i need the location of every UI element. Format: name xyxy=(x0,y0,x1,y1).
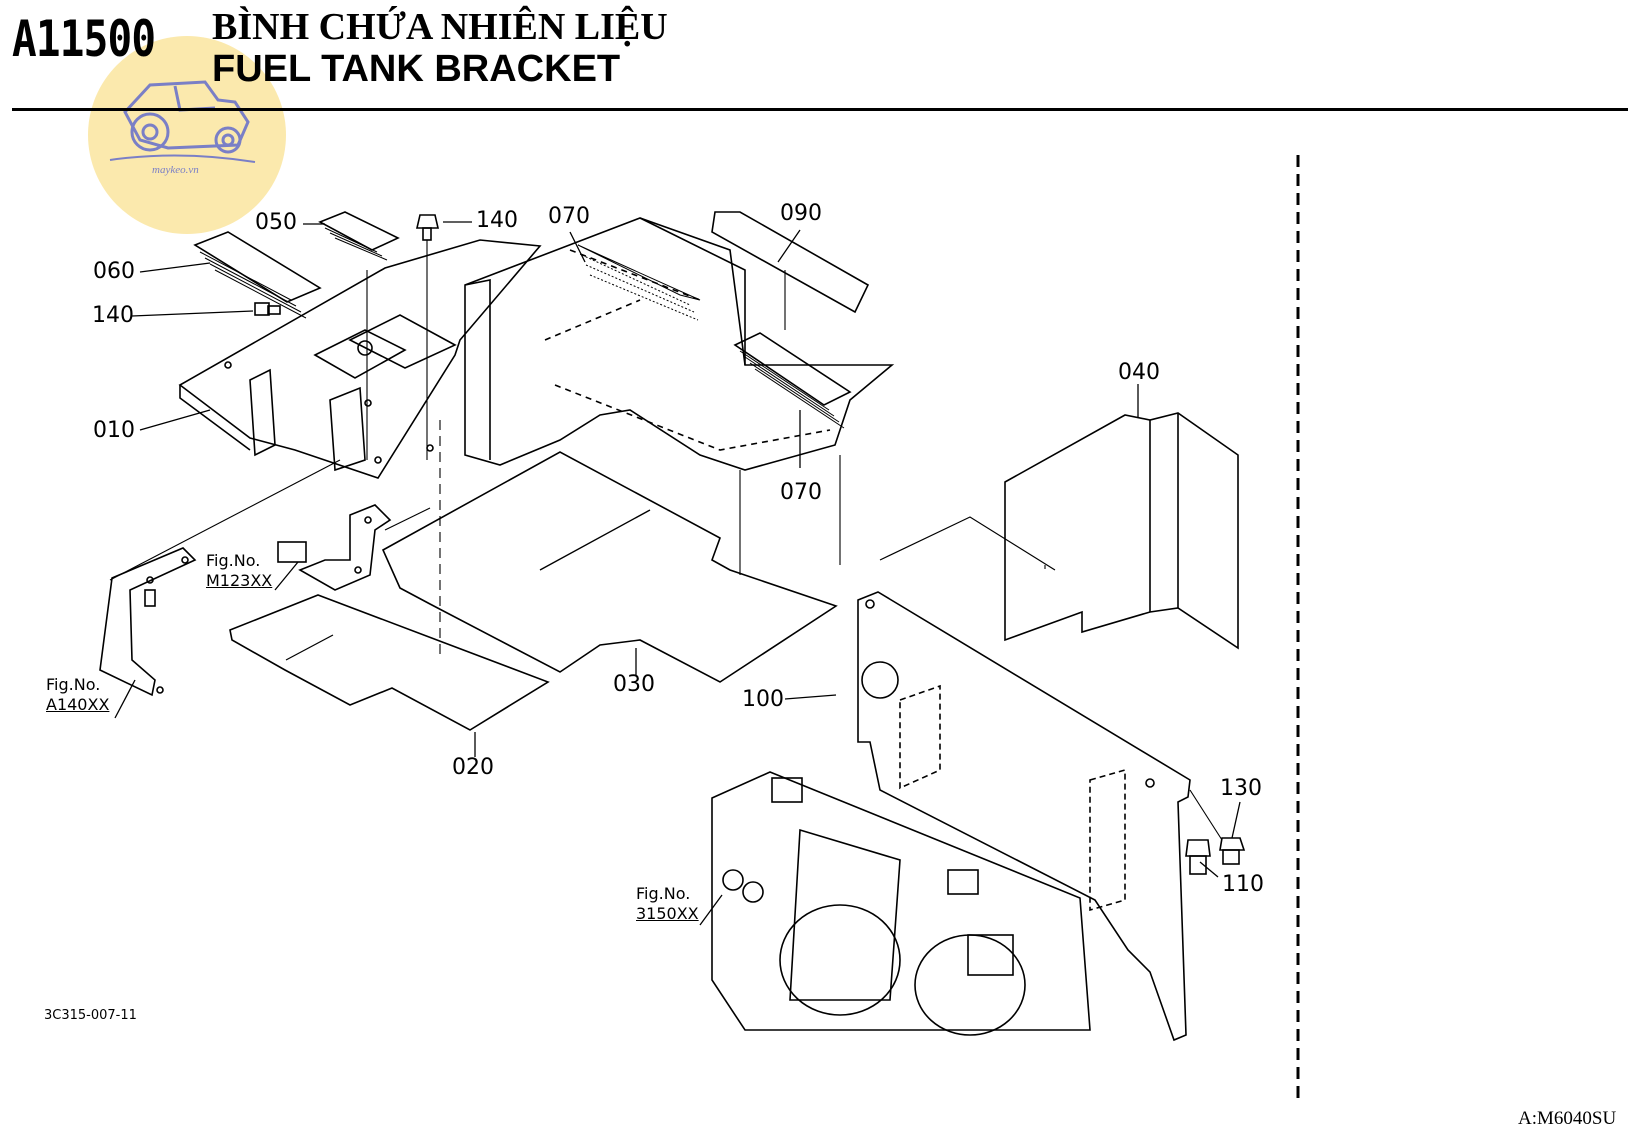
bolt-110 xyxy=(1185,839,1211,875)
figure-ref-number[interactable]: M123XX xyxy=(206,571,273,590)
part-label-130: 130 xyxy=(1220,776,1262,801)
part-040-cover xyxy=(1004,412,1239,650)
header-rule xyxy=(12,108,1628,111)
model-code: A:M6040SU xyxy=(1518,1108,1617,1129)
part-label-090: 090 xyxy=(780,201,822,226)
part-050-strip xyxy=(318,211,400,261)
part-label-030: 030 xyxy=(613,672,655,697)
part-070-strip xyxy=(733,332,852,429)
figure-ref-label: Fig.No. xyxy=(46,675,101,694)
title-english: FUEL TANK BRACKET xyxy=(212,48,621,90)
bracket-a140 xyxy=(99,547,197,697)
leader-lines xyxy=(114,221,1241,926)
part-label-070-bottom: 070 xyxy=(780,480,822,505)
title-vietnamese: BÌNH CHỨA NHIÊN LIỆU xyxy=(212,6,668,48)
figure-ref-3150[interactable]: Fig.No. 3150XX xyxy=(636,884,699,924)
part-070-support xyxy=(464,217,895,471)
watermark-text: maykeo.vn xyxy=(152,164,199,176)
part-label-040: 040 xyxy=(1118,360,1160,385)
bolt-140-left xyxy=(254,302,281,316)
connection-lines xyxy=(109,240,1223,841)
part-label-060: 060 xyxy=(93,259,135,284)
figure-ref-number[interactable]: 3150XX xyxy=(636,904,699,923)
figure-ref-label: Fig.No. xyxy=(636,884,691,903)
part-020-mat xyxy=(229,594,550,731)
figure-ref-label: Fig.No. xyxy=(206,551,261,570)
part-label-110: 110 xyxy=(1222,872,1264,897)
figure-ref-number[interactable]: A140XX xyxy=(46,695,110,714)
part-label-140-top: 140 xyxy=(476,208,518,233)
part-label-010: 010 xyxy=(93,418,135,443)
part-010-plate xyxy=(178,239,542,479)
part-label-140-left: 140 xyxy=(92,303,134,328)
watermark-logo xyxy=(88,36,286,234)
part-090-pad xyxy=(711,211,870,314)
part-label-100: 100 xyxy=(742,687,784,712)
bracket-m123 xyxy=(277,504,392,591)
part-label-070-top: 070 xyxy=(548,204,590,229)
part-label-050: 050 xyxy=(255,210,297,235)
part-100-plate xyxy=(857,591,1191,1042)
bolt-140-top xyxy=(415,214,440,241)
part-060-strip xyxy=(193,231,322,319)
part-label-020: 020 xyxy=(452,755,494,780)
bolt-130 xyxy=(1219,837,1246,865)
figure-ref-m123[interactable]: Fig.No. M123XX xyxy=(206,551,272,591)
section-code: A11500 xyxy=(12,10,156,68)
figure-ref-a140[interactable]: Fig.No. A140XX xyxy=(46,675,109,715)
tractor-logo-icon xyxy=(109,80,256,163)
drawing-number: 3C315-007-11 xyxy=(44,1008,137,1023)
housing-3150 xyxy=(711,771,1091,1036)
part-030-mat xyxy=(381,451,838,683)
